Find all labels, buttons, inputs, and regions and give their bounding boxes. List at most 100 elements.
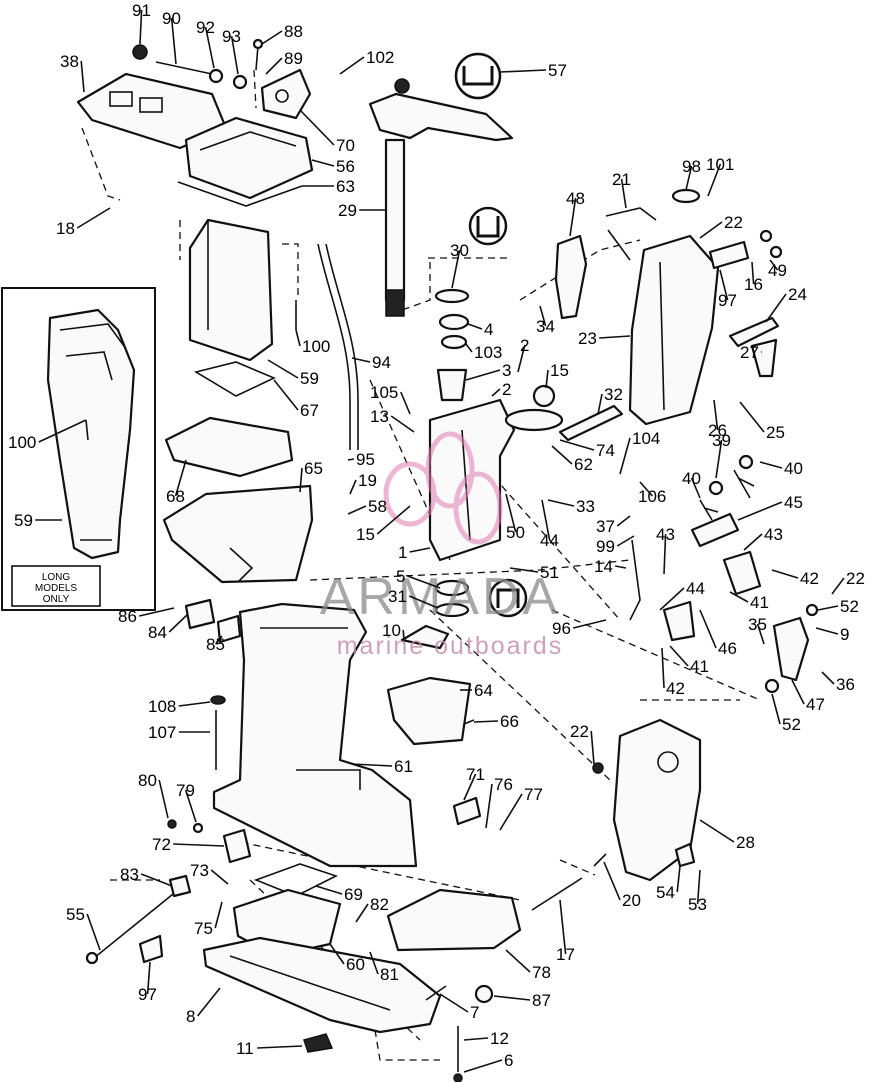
armada-watermark: ARMADA marine outboards xyxy=(320,431,561,660)
leader-line-15b xyxy=(376,505,411,535)
part-label-89: 89 xyxy=(284,49,303,68)
part-label-52a: 52 xyxy=(840,597,859,616)
leader-line-43a xyxy=(663,533,667,575)
part-label-100b: 100 xyxy=(8,433,36,452)
exhaust-tube xyxy=(188,218,274,362)
leader-line-75 xyxy=(214,901,223,929)
part-label-59a: 59 xyxy=(300,369,319,388)
part-label-35: 35 xyxy=(748,615,767,634)
part-label-96: 96 xyxy=(552,619,571,638)
part-label-95: 95 xyxy=(356,450,375,469)
part-label-21: 21 xyxy=(612,170,631,189)
leader-line-99 xyxy=(616,535,635,547)
part-label-42a: 42 xyxy=(800,569,819,588)
leader-line-81 xyxy=(369,951,379,975)
leader-line-21 xyxy=(620,178,627,209)
leader-line-83 xyxy=(140,873,173,887)
part-label-56: 56 xyxy=(336,157,355,176)
leader-line-2b xyxy=(491,388,501,397)
leader-line-24 xyxy=(765,293,787,323)
leader-line-53 xyxy=(696,869,701,905)
leader-line-41b xyxy=(669,645,689,667)
leader-line-71 xyxy=(463,773,477,801)
leader-line-95 xyxy=(347,458,355,461)
part-label-69: 69 xyxy=(344,885,363,904)
leader-line-36 xyxy=(821,671,835,685)
leader-lines xyxy=(35,9,845,1073)
part-label-8: 8 xyxy=(186,1007,195,1026)
leader-line-28 xyxy=(699,819,735,843)
part-label-54: 54 xyxy=(656,883,675,902)
leader-line-52b xyxy=(771,693,781,725)
leader-line-33 xyxy=(547,499,575,507)
part-label-101: 101 xyxy=(706,155,734,174)
part-label-40b: 40 xyxy=(784,459,803,478)
leader-line-9 xyxy=(815,627,839,635)
leader-line-34 xyxy=(539,305,547,327)
part-label-82: 82 xyxy=(370,895,389,914)
leader-line-87 xyxy=(493,995,531,1001)
part-label-77: 77 xyxy=(524,785,543,804)
leader-line-52a xyxy=(817,605,839,611)
leader-line-47 xyxy=(791,679,805,705)
part-label-85: 85 xyxy=(206,635,225,654)
drive-shaft-housing xyxy=(212,602,418,868)
part-label-43a: 43 xyxy=(656,525,675,544)
part-label-10: 10 xyxy=(382,621,401,640)
part-label-3: 3 xyxy=(502,361,511,380)
part-label-4: 4 xyxy=(484,320,493,339)
leader-line-97a xyxy=(719,269,729,301)
leader-line-78 xyxy=(505,949,531,973)
leader-line-79 xyxy=(184,789,197,823)
leader-line-3 xyxy=(465,369,501,381)
part-label-11: 11 xyxy=(236,1039,254,1058)
leader-line-85 xyxy=(214,635,223,645)
leader-line-48 xyxy=(569,197,577,237)
leader-line-84 xyxy=(168,613,189,633)
part-label-16: 16 xyxy=(744,275,763,294)
leader-line-104 xyxy=(619,437,631,475)
leader-line-58 xyxy=(347,505,367,515)
part-label-83: 83 xyxy=(120,865,139,884)
part-label-2a: 2 xyxy=(520,336,529,355)
leader-line-20 xyxy=(603,861,621,901)
part-label-27: 27 xyxy=(740,343,759,362)
leader-line-105 xyxy=(400,391,411,415)
leader-line-39 xyxy=(715,439,723,479)
leader-line-7 xyxy=(439,993,469,1013)
part-label-26: 26 xyxy=(708,421,727,440)
part-label-13: 13 xyxy=(370,407,389,426)
part-label-39: 39 xyxy=(712,431,731,450)
part-label-63: 63 xyxy=(336,177,355,196)
part-label-99: 99 xyxy=(596,537,615,556)
part-label-102: 102 xyxy=(366,48,394,67)
inset-note-line-3: ONLY xyxy=(43,594,70,605)
part-label-22a: 22 xyxy=(724,213,743,232)
leader-line-89 xyxy=(265,57,283,75)
part-label-36: 36 xyxy=(836,675,855,694)
leader-line-88 xyxy=(261,30,283,45)
leader-line-98 xyxy=(685,165,693,191)
leader-line-90 xyxy=(170,17,177,65)
leader-line-100b xyxy=(38,419,87,443)
steering-arm xyxy=(368,92,514,142)
leader-line-50 xyxy=(505,493,517,533)
part-label-93: 93 xyxy=(222,27,241,46)
part-label-58: 58 xyxy=(368,497,387,516)
part-label-45: 45 xyxy=(784,493,803,512)
leader-line-67 xyxy=(273,379,299,411)
leader-line-59a xyxy=(267,359,299,379)
part-label-17: 17 xyxy=(556,945,575,964)
leader-line-72 xyxy=(173,843,225,847)
leader-line-6 xyxy=(463,1059,503,1073)
part-label-40a: 40 xyxy=(682,469,701,488)
part-label-67: 67 xyxy=(300,401,319,420)
part-label-22b: 22 xyxy=(846,569,865,588)
part-label-91: 91 xyxy=(132,1,151,20)
part-label-51: 51 xyxy=(540,563,559,582)
leader-line-66 xyxy=(473,720,499,723)
part-label-15b: 15 xyxy=(356,525,375,544)
leader-line-60 xyxy=(329,943,345,965)
part-label-78: 78 xyxy=(532,963,551,982)
